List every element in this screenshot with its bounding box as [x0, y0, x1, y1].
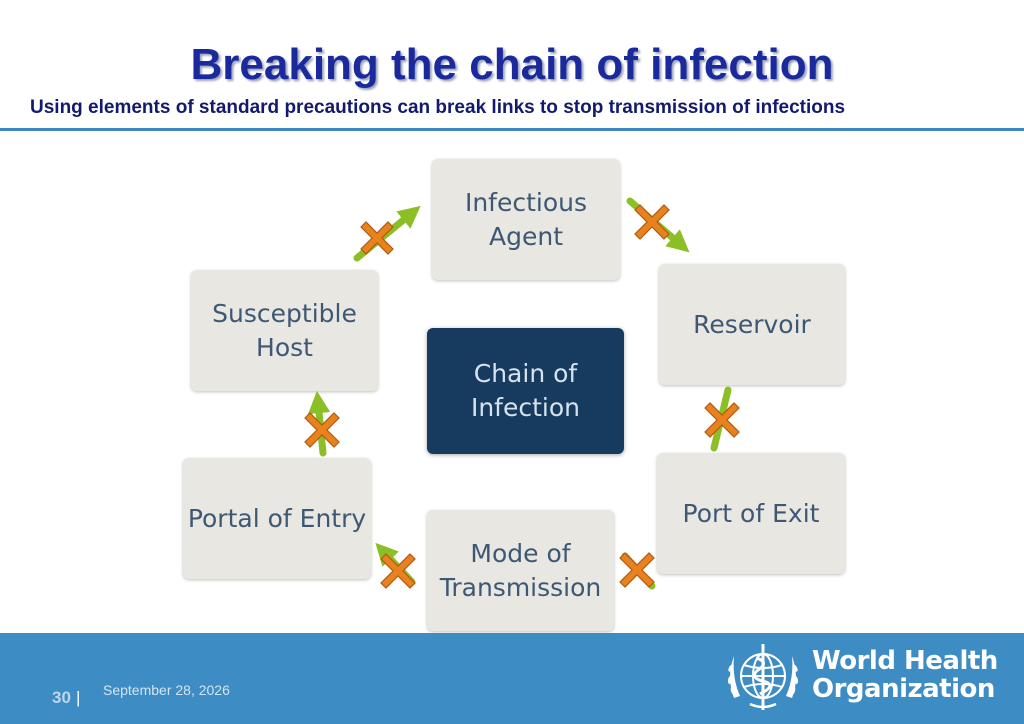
arrow-entry-to-host	[307, 390, 331, 457]
slide-title: Breaking the chain of infection	[190, 40, 834, 89]
break-mark-mode-entry	[380, 553, 416, 589]
break-mark-reservoir-exit	[704, 402, 740, 438]
node-port-of-exit-label: Port of Exit	[682, 498, 820, 528]
arrow-agent-to-reservoir	[626, 197, 690, 253]
break-mark-entry-host	[304, 412, 340, 448]
node-infectious-agent-label: Infectious Agent	[464, 187, 588, 251]
node-reservoir-label: Reservoir	[693, 309, 811, 339]
node-chain-of-infection: Chain of Infection	[427, 328, 624, 454]
slide-subtitle: Using elements of standard precautions c…	[30, 97, 846, 118]
node-susceptible-host-label: Susceptible Host	[212, 298, 357, 362]
arrow-exit-to-mode	[621, 552, 656, 590]
node-susceptible-host: Susceptible Host	[191, 270, 378, 391]
center-label: Chain of Infection	[470, 359, 581, 422]
who-wordmark: World Health Organization	[812, 647, 998, 703]
node-infectious-agent: Infectious Agent	[432, 159, 620, 280]
arrow-mode-to-entry	[375, 542, 416, 586]
node-mode-of-transmission: Mode of Transmission	[427, 510, 614, 631]
node-port-of-exit: Port of Exit	[657, 453, 845, 574]
node-portal-of-entry: Portal of Entry	[183, 458, 371, 579]
break-mark-host-agent	[360, 221, 394, 255]
node-portal-of-entry-label: Portal of Entry	[187, 503, 367, 533]
who-emblem-icon	[727, 644, 799, 710]
arrow-reservoir-to-exit	[710, 386, 732, 452]
break-mark-exit-mode	[619, 552, 655, 588]
footer-bar	[0, 633, 1024, 724]
who-name-line2: Organization	[812, 674, 995, 704]
node-mode-of-transmission-label: Mode of Transmission	[439, 538, 602, 602]
break-mark-agent-reservoir	[634, 204, 670, 240]
footer-date: September 28, 2026	[103, 682, 230, 698]
page-number: 30	[52, 688, 71, 707]
page-separator: |	[76, 688, 81, 707]
who-name-line1: World Health	[812, 646, 998, 676]
node-reservoir: Reservoir	[659, 264, 845, 385]
arrow-host-to-agent	[353, 205, 421, 262]
header-divider	[0, 128, 1024, 131]
